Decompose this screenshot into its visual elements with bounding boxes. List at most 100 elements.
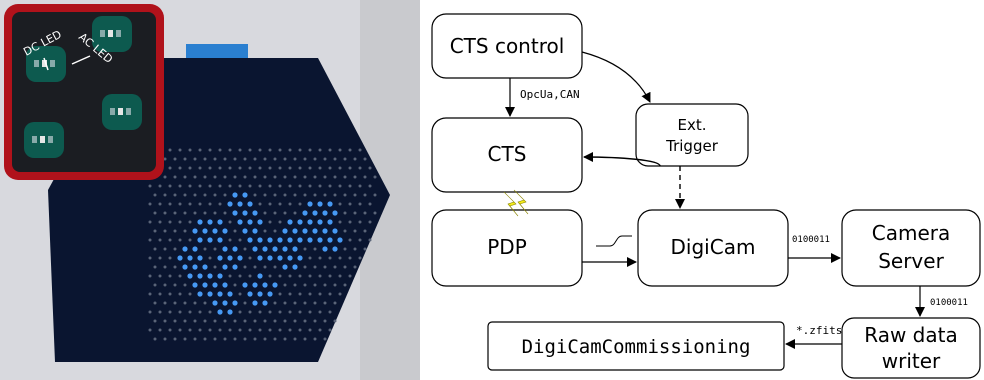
led-off [233, 157, 237, 161]
led-off [328, 328, 332, 332]
led-off [153, 301, 157, 305]
led-off [148, 256, 152, 260]
led-off [308, 166, 312, 170]
led-off [313, 247, 317, 251]
led-off [173, 211, 177, 215]
led-off [183, 229, 187, 233]
led-off [223, 175, 227, 179]
led-off [278, 148, 282, 152]
led-off [323, 301, 327, 305]
led-grid [148, 148, 377, 341]
led-off [198, 184, 202, 188]
cts-node: CTS [431, 117, 583, 193]
led-off [333, 157, 337, 161]
led-lit [257, 255, 263, 261]
led-off [273, 319, 277, 323]
led-off [288, 328, 292, 332]
led-off [288, 202, 292, 206]
module-led [48, 136, 53, 143]
led-off [258, 148, 262, 152]
led-off [338, 292, 342, 296]
led-off [293, 175, 297, 179]
led-off [148, 274, 152, 278]
led-lit [242, 192, 248, 198]
led-lit [267, 255, 273, 261]
led-off [353, 193, 357, 197]
led-off [293, 211, 297, 215]
led-off [333, 319, 337, 323]
led-off [178, 184, 182, 188]
commissioning-node: DigiCamCommissioning [487, 321, 785, 371]
led-off [238, 274, 242, 278]
led-off [193, 193, 197, 197]
led-off [213, 265, 217, 269]
led-lit [302, 228, 308, 234]
led-off [373, 175, 377, 179]
led-off [228, 166, 232, 170]
led-off [238, 238, 242, 242]
led-lit [177, 255, 183, 261]
led-off [178, 328, 182, 332]
led-off [163, 175, 167, 179]
led-lit [182, 246, 188, 252]
led-off [368, 202, 372, 206]
led-lit [197, 273, 203, 279]
led-off [158, 328, 162, 332]
led-off [153, 265, 157, 269]
led-off [238, 148, 242, 152]
led-off [358, 202, 362, 206]
led-off [198, 166, 202, 170]
led-off [183, 211, 187, 215]
module-led [42, 60, 47, 67]
led-off [188, 220, 192, 224]
led-off [223, 193, 227, 197]
led-lit [207, 219, 213, 225]
led-off [248, 166, 252, 170]
led-off [313, 265, 317, 269]
led-off [183, 193, 187, 197]
led-off [203, 211, 207, 215]
led-off [278, 166, 282, 170]
led-off [153, 319, 157, 323]
led-off [323, 283, 327, 287]
led-off [303, 337, 307, 341]
led-off [163, 247, 167, 251]
led-off [248, 184, 252, 188]
led-off [233, 175, 237, 179]
led-off [208, 148, 212, 152]
led-off [293, 337, 297, 341]
led-off [238, 328, 242, 332]
led-off [363, 193, 367, 197]
led-off [273, 301, 277, 305]
led-off [218, 166, 222, 170]
led-lit [232, 264, 238, 270]
led-off [228, 328, 232, 332]
led-off [283, 211, 287, 215]
led-off [318, 292, 322, 296]
led-lit [312, 228, 318, 234]
led-lit [217, 237, 223, 243]
led-lit [242, 210, 248, 216]
led-off [333, 283, 337, 287]
led-off [278, 328, 282, 332]
module-led [100, 30, 105, 37]
edge-exttrigger-to-cts [583, 152, 661, 167]
led-lit [267, 237, 273, 243]
led-off [183, 157, 187, 161]
led-off [283, 193, 287, 197]
edge-ctscontrol-to-exttrigger [581, 51, 651, 103]
led-off [308, 310, 312, 314]
led-lit [297, 237, 303, 243]
module-led [118, 108, 123, 115]
led-off [203, 337, 207, 341]
led-off [313, 319, 317, 323]
led-off [298, 184, 302, 188]
led-off [163, 337, 167, 341]
pulse-icon [596, 235, 632, 247]
led-lit [247, 219, 253, 225]
led-lit [277, 237, 283, 243]
led-off [168, 292, 172, 296]
led-off [168, 328, 172, 332]
led-lit [232, 300, 238, 306]
led-off [193, 211, 197, 215]
